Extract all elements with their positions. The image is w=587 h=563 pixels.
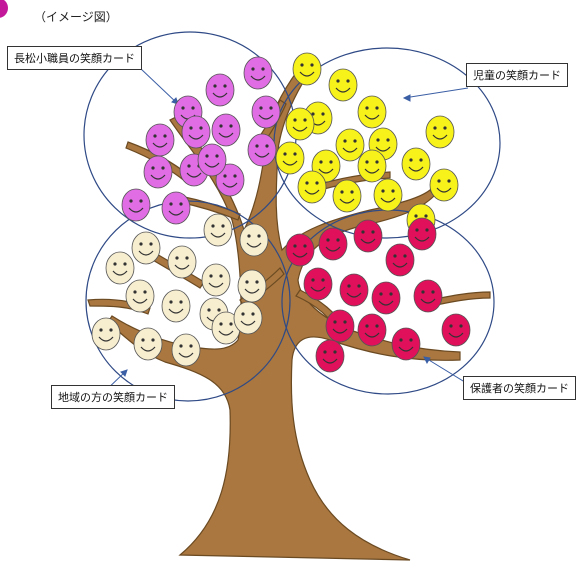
guardians-smiley-card <box>441 313 471 347</box>
guardians-smiley-card <box>391 327 421 361</box>
guardians-smiley-card <box>315 339 345 373</box>
guardians-smiley-card <box>407 217 437 251</box>
guardians-smiley-card <box>385 243 415 277</box>
community-smiley-card <box>239 223 269 257</box>
children-smiley-card <box>425 115 455 149</box>
children-label: 児童の笑顔カード <box>466 63 568 87</box>
community-smiley-card <box>211 311 241 345</box>
community-label: 地域の方の笑顔カード <box>51 385 175 409</box>
children-smiley-card <box>275 141 305 175</box>
community-smiley-card <box>133 327 163 361</box>
staff-smiley-card <box>251 95 281 129</box>
community-smiley-card <box>125 279 155 313</box>
children-smiley-card <box>335 128 365 162</box>
branch <box>177 195 241 221</box>
children-smiley-card <box>328 68 358 102</box>
branch <box>429 291 491 307</box>
staff-smiley-card <box>211 113 241 147</box>
guardians-smiley-card <box>357 313 387 347</box>
staff-smiley-card <box>205 73 235 107</box>
staff-smiley-card <box>121 188 151 222</box>
staff-smiley-card <box>145 123 175 157</box>
community-smiley-card <box>171 333 201 367</box>
figure-caption: （イメージ図） <box>34 10 118 24</box>
community-smiley-card <box>167 245 197 279</box>
children-smiley-card <box>429 168 459 202</box>
staff-label: 長松小職員の笑顔カード <box>7 46 142 70</box>
children-smiley-card <box>332 179 362 213</box>
community-smiley-card <box>203 213 233 247</box>
children-smiley-card <box>285 107 315 141</box>
guardians-smiley-card <box>371 281 401 315</box>
corner-mark <box>0 0 8 18</box>
staff-smiley-card <box>143 155 173 189</box>
community-smiley-card <box>201 263 231 297</box>
guardians-smiley-card <box>285 233 315 267</box>
staff-smiley-card <box>215 163 245 197</box>
guardians-label: 保護者の笑顔カード <box>463 376 576 400</box>
children-smiley-card <box>292 52 322 86</box>
children-smiley-card <box>297 170 327 204</box>
guardians-smiley-card <box>318 227 348 261</box>
staff-smiley-card <box>243 56 273 90</box>
community-smiley-card <box>131 231 161 265</box>
children-smiley-card <box>357 95 387 129</box>
community-smiley-card <box>161 289 191 323</box>
staff-smiley-card <box>197 143 227 177</box>
smiley-cards <box>91 52 471 373</box>
children-smiley-card <box>401 147 431 181</box>
community-smiley-card <box>91 317 121 351</box>
guardians-smiley-card <box>325 309 355 343</box>
children-smiley-card <box>373 178 403 212</box>
guardians-smiley-card <box>353 219 383 253</box>
branch <box>87 298 151 315</box>
community-smiley-card <box>105 251 135 285</box>
guardians-smiley-card <box>303 267 333 301</box>
community-smiley-card <box>237 269 267 303</box>
guardians-smiley-card <box>413 279 443 313</box>
staff-smiley-card <box>247 133 277 167</box>
staff-smiley-card <box>161 191 191 225</box>
guardians-smiley-card <box>339 273 369 307</box>
children-smiley-card <box>357 149 387 183</box>
staff-smiley-card <box>181 115 211 149</box>
community-smiley-card <box>233 301 263 335</box>
